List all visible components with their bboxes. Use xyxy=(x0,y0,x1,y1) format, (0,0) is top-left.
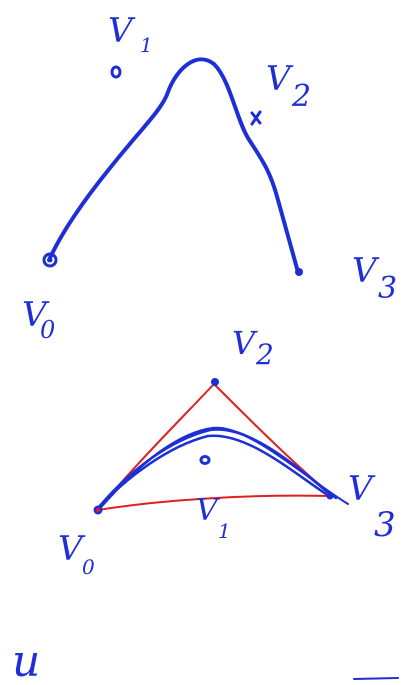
footer-short-line xyxy=(353,677,399,680)
lower-label-v1: V 1 xyxy=(196,493,231,543)
lower-control-point-v2 xyxy=(211,378,219,386)
upper-label-v2: V 2 xyxy=(266,59,311,114)
upper-label-v0-sub: 0 xyxy=(40,316,55,344)
lower-label-v2-letter: V xyxy=(232,324,258,362)
upper-label-v0-letter: V xyxy=(22,295,50,335)
lower-control-point-v3 xyxy=(326,492,334,500)
lower-red-hull-base-edge xyxy=(97,494,331,511)
upper-label-v2-sub: 2 xyxy=(291,79,311,114)
footer-letter-u: u xyxy=(12,636,40,685)
lower-label-v0-letter: V xyxy=(58,529,86,569)
lower-label-v0: V 0 xyxy=(58,529,95,579)
lower-label-v0-sub: 0 xyxy=(82,555,95,579)
upper-label-v3-letter: V xyxy=(352,251,380,291)
upper-label-v3: V 3 xyxy=(352,251,397,306)
lower-label-v1-sub: 1 xyxy=(218,519,231,543)
lower-label-v2-sub: 2 xyxy=(255,338,274,371)
upper-label-v1: V 1 xyxy=(108,11,153,57)
lower-control-point-v0-red xyxy=(96,508,100,512)
lower-label-v1-letter: V xyxy=(196,493,221,528)
lower-label-v3-sub: 3 xyxy=(374,505,396,545)
upper-label-v3-sub: 3 xyxy=(378,271,397,306)
upper-label-v1-letter: V xyxy=(108,11,136,51)
upper-bezier-diagram: V 1 V 2 V 3 V 0 xyxy=(22,11,397,344)
lower-label-v2: V 2 xyxy=(232,324,274,371)
upper-bezier-curve xyxy=(47,57,300,274)
upper-control-point-v0-dot xyxy=(47,257,53,263)
lower-convex-hull-diagram: V 2 V 1 V 3 V 0 xyxy=(58,324,396,579)
upper-control-point-v1 xyxy=(110,65,122,79)
upper-label-v2-letter: V xyxy=(266,59,294,99)
footer-marks: u xyxy=(12,636,399,685)
upper-label-v0: V 0 xyxy=(22,295,55,344)
upper-label-v1-sub: 1 xyxy=(140,33,153,57)
upper-control-point-v0 xyxy=(42,252,58,268)
lower-control-point-v1 xyxy=(199,455,211,465)
lower-label-v3: V 3 xyxy=(348,469,396,545)
lower-bezier-curve-pass-4 xyxy=(103,426,349,505)
lower-label-v3-letter: V xyxy=(348,469,376,509)
upper-control-point-v2 xyxy=(250,110,262,126)
upper-control-point-v3 xyxy=(295,268,303,276)
